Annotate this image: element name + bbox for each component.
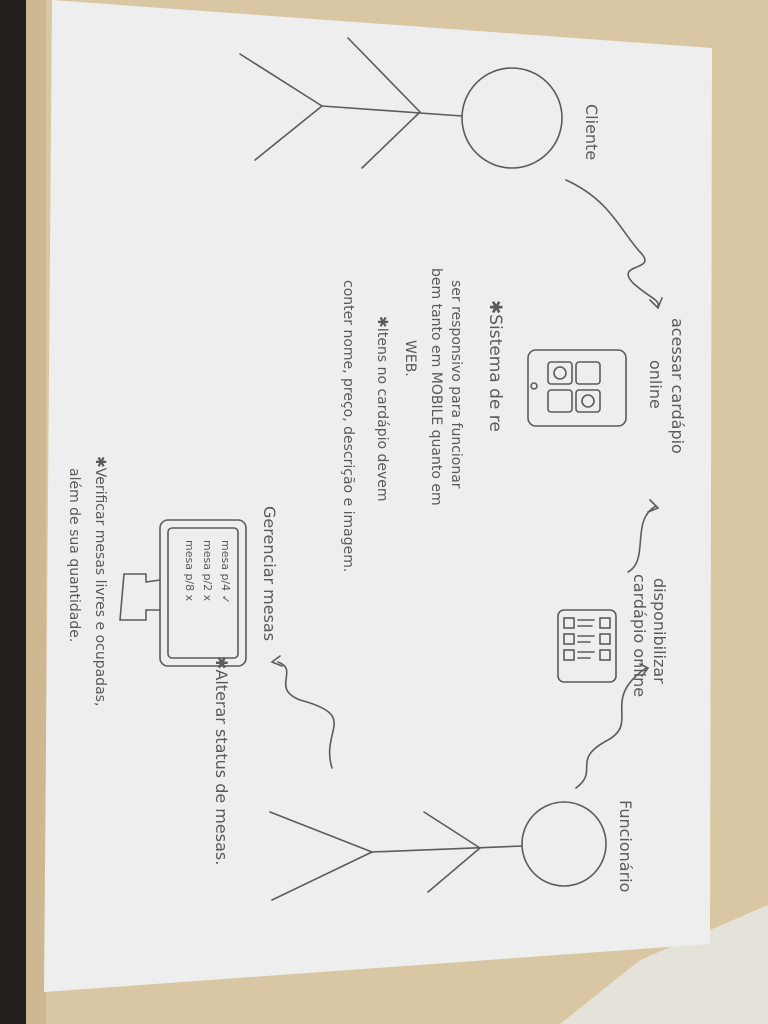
system-note-line3: bem tanto em MOBILE quanto em xyxy=(428,268,444,506)
access-menu-line2: online xyxy=(646,360,665,409)
monitor-line3: mesa p/8 x xyxy=(183,540,196,602)
items-note-line1: ✱Itens no cardápio devem xyxy=(374,316,390,502)
employee-label: Funcionário xyxy=(616,800,635,892)
arrow-head-3 xyxy=(639,663,650,677)
system-note-line1: ✱Sistema de re xyxy=(485,300,505,432)
client-label: Cliente xyxy=(582,104,601,160)
arrow-head-1 xyxy=(649,297,663,310)
arrow-client-to-menu xyxy=(565,179,659,307)
provide-menu-line2: cardápio online xyxy=(630,574,649,697)
check-note-line2: além de sua quantidade. xyxy=(66,468,82,642)
access-menu-line1: acessar cardápio xyxy=(668,318,687,454)
status-note: ✱Alterar status de mesas. xyxy=(212,656,231,865)
monitor-line2: mesa p/2 x xyxy=(201,540,214,602)
table-strip xyxy=(26,0,46,1024)
system-note-line2: ser responsivo para funcionar xyxy=(448,280,464,489)
system-note-line4: WEB. xyxy=(402,340,418,377)
phone-sketch-icon xyxy=(527,349,627,427)
arrow-head-4 xyxy=(270,655,283,667)
plastic-bag xyxy=(560,905,768,1024)
manage-tables-label: Gerenciar mesas xyxy=(260,506,279,641)
paper-sheet xyxy=(44,0,712,992)
arrow-employee-to-provide xyxy=(575,667,647,789)
dark-edge xyxy=(0,0,26,1024)
items-note-line2: conter nome, preço, descrição e imagem. xyxy=(340,280,356,572)
arrow-head-2 xyxy=(647,499,660,513)
arrow-employee-to-manage xyxy=(277,661,335,769)
client-stick-figure-icon xyxy=(239,37,563,169)
tablet-menu-sketch-icon xyxy=(557,609,617,683)
monitor-sketch-icon xyxy=(119,519,247,667)
monitor-line1: mesa p/4 ✓ xyxy=(219,540,232,604)
provide-menu-line1: disponibilizar xyxy=(650,578,669,684)
check-note-line1: ✱Verificar mesas livres e ocupadas, xyxy=(92,456,108,706)
employee-stick-figure-icon xyxy=(269,801,607,901)
